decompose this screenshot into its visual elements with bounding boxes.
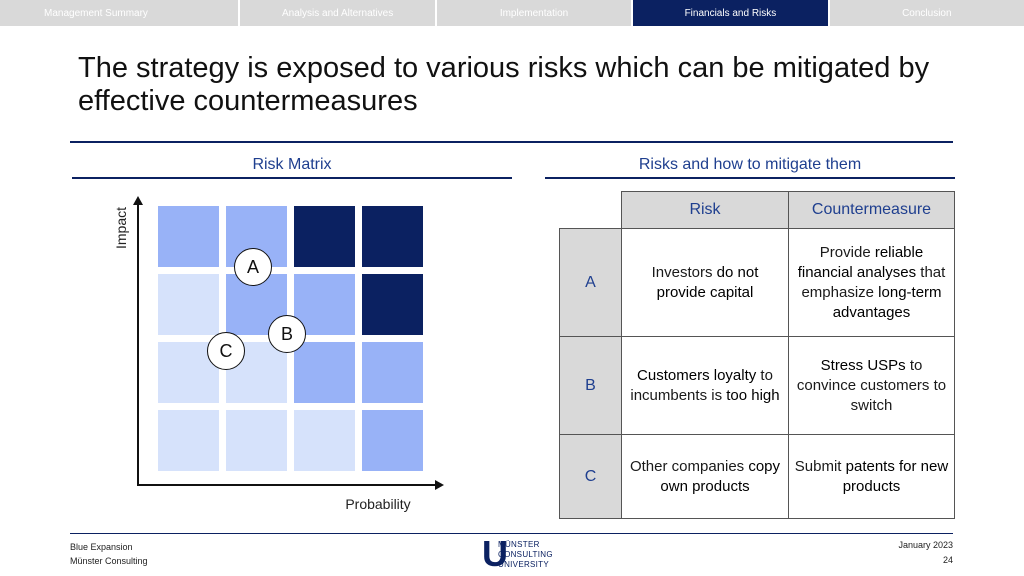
column-header-countermeasure: Countermeasure <box>788 191 955 229</box>
tab-implementation[interactable]: Implementation <box>436 0 634 26</box>
company-name: Münster Consulting <box>70 556 148 566</box>
tab-management-summary[interactable]: Management Summary <box>0 0 241 26</box>
section-nav: Management Summary Analysis and Alternat… <box>0 0 1024 26</box>
page-number: 24 <box>942 555 953 565</box>
tab-analysis-and-alternatives[interactable]: Analysis and Alternatives <box>240 0 437 26</box>
matrix-cell <box>362 410 423 471</box>
matrix-cell <box>362 274 423 335</box>
matrix-cell <box>294 274 355 335</box>
row-label-b: B <box>559 336 622 435</box>
risk-matrix-heading: Risk Matrix <box>252 156 332 173</box>
matrix-cell <box>158 206 219 267</box>
risk-cell-a: Investors do not provide capital <box>621 228 789 337</box>
mitigation-table: Risk Countermeasure A Investors do not p… <box>559 191 955 519</box>
logo-word: UNIVERSITY <box>498 560 550 569</box>
tab-conclusion[interactable]: Conclusion <box>829 0 1024 26</box>
university-logo: U MÜNSTER CONSULTING UNIVERSITY <box>482 533 553 575</box>
countermeasure-cell-c: Submit patents for new products <box>788 434 955 519</box>
risk-marker-c: C <box>207 332 245 370</box>
risk-marker-a: A <box>234 248 272 286</box>
project-name: Blue Expansion <box>70 542 133 552</box>
risk-cell-b: Customers loyalty to incumbents is too h… <box>621 336 789 435</box>
matrix-cell <box>294 206 355 267</box>
footer-divider <box>70 533 953 534</box>
row-label-c: C <box>559 434 622 519</box>
matrix-cell <box>158 274 219 335</box>
countermeasure-cell-a: Provide reliable financial analyses that… <box>788 228 955 337</box>
logo-letter: U <box>482 533 508 574</box>
impact-axis-label: Impact <box>113 206 129 249</box>
impact-axis <box>137 203 139 485</box>
footer-right: January 2023 24 <box>898 538 953 568</box>
matrix-cell <box>158 410 219 471</box>
arrow-up-icon <box>133 196 143 205</box>
matrix-cell <box>362 342 423 403</box>
logo-word: MÜNSTER <box>498 540 540 549</box>
arrow-right-icon <box>435 480 444 490</box>
slide-date: January 2023 <box>898 540 953 550</box>
risk-cell-c: Other companies copy own products <box>621 434 789 519</box>
probability-axis <box>137 484 436 486</box>
risk-marker-b: B <box>268 315 306 353</box>
mitigation-heading: Risks and how to mitigate them <box>638 156 862 173</box>
footer-left: Blue Expansion Münster Consulting <box>70 540 148 568</box>
risk-matrix-divider <box>72 177 512 179</box>
row-label-a: A <box>559 228 622 337</box>
column-header-risk: Risk <box>621 191 789 229</box>
slide-title: The strategy is exposed to various risks… <box>78 52 930 117</box>
logo-word: CONSULTING <box>498 550 553 559</box>
countermeasure-cell-b: Stress USPs to convince customers to swi… <box>788 336 955 435</box>
title-divider <box>70 141 953 143</box>
probability-axis-label: Probability <box>345 496 411 512</box>
matrix-cell <box>294 410 355 471</box>
matrix-cell <box>226 410 287 471</box>
tab-financials-and-risks[interactable]: Financials and Risks <box>633 0 830 26</box>
logo-words: MÜNSTER CONSULTING UNIVERSITY <box>498 540 553 570</box>
matrix-cell <box>362 206 423 267</box>
matrix-cell <box>294 342 355 403</box>
mitigation-divider <box>545 177 955 179</box>
